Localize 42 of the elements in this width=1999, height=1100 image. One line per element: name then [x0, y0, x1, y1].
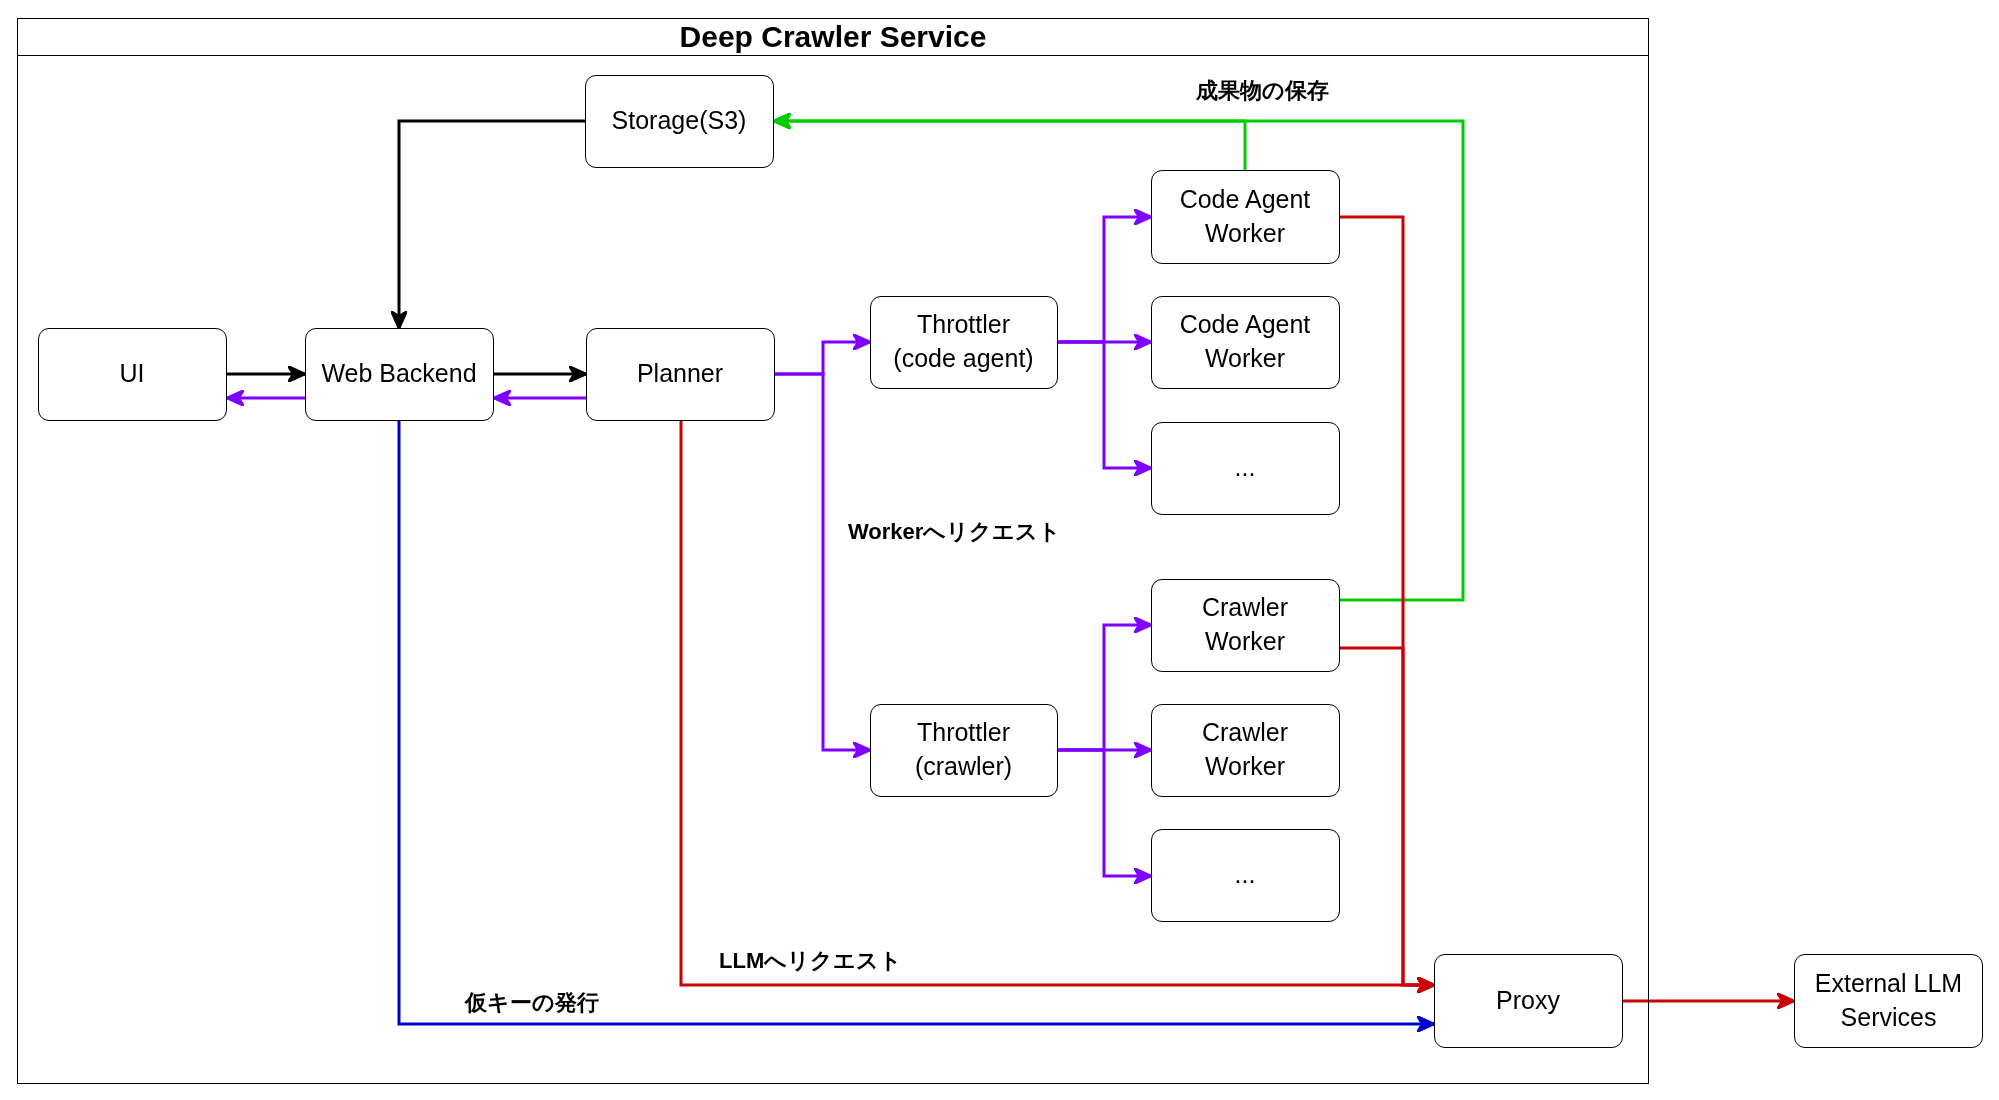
- arrow: [227, 365, 307, 383]
- service-boundary: [17, 18, 1649, 1084]
- process-box: [37, 327, 227, 421]
- process-box: [1150, 169, 1340, 264]
- arrow: [225, 389, 305, 407]
- group-title: Deep Crawler Service: [679, 20, 987, 54]
- arrow: [492, 389, 586, 407]
- node-label: ...: [1234, 452, 1256, 484]
- arrow: [397, 421, 1436, 1033]
- node-label: UI: [119, 358, 145, 390]
- process-box: [1150, 828, 1340, 922]
- arrow: [772, 112, 1465, 602]
- process-box: [869, 295, 1058, 389]
- node-label: Throttler (code agent): [892, 309, 1035, 374]
- arrow: [390, 119, 585, 330]
- node-label: Web Backend: [321, 358, 477, 390]
- arrow: [1058, 340, 1153, 477]
- arrow: [1623, 992, 1796, 1010]
- process-box: [1150, 703, 1340, 797]
- arrow: [775, 372, 872, 759]
- arrow: [679, 421, 1436, 994]
- node-label: Crawler Worker: [1200, 717, 1290, 782]
- node-label: Planner: [636, 358, 724, 390]
- node-label: Code Agent Worker: [1178, 309, 1312, 374]
- process-box: [1150, 295, 1340, 389]
- node-label: Crawler Worker: [1200, 592, 1290, 657]
- node-label: Throttler (crawler): [913, 717, 1014, 782]
- process-box: [1794, 954, 1983, 1048]
- process-box: [1150, 421, 1340, 515]
- process-box: [584, 74, 774, 168]
- node-label: External LLM Services: [1813, 968, 1964, 1033]
- arrow: [494, 365, 588, 383]
- node-label: ...: [1234, 859, 1256, 891]
- process-box: [869, 703, 1058, 797]
- process-box: [1433, 953, 1623, 1048]
- node-label: Storage(S3): [611, 105, 747, 137]
- node-label: Code Agent Worker: [1178, 183, 1312, 249]
- arrow: [1058, 748, 1153, 885]
- process-box: [1150, 578, 1340, 672]
- node-label: Proxy: [1496, 984, 1560, 1016]
- process-box: [304, 327, 494, 421]
- process-box: [585, 327, 775, 421]
